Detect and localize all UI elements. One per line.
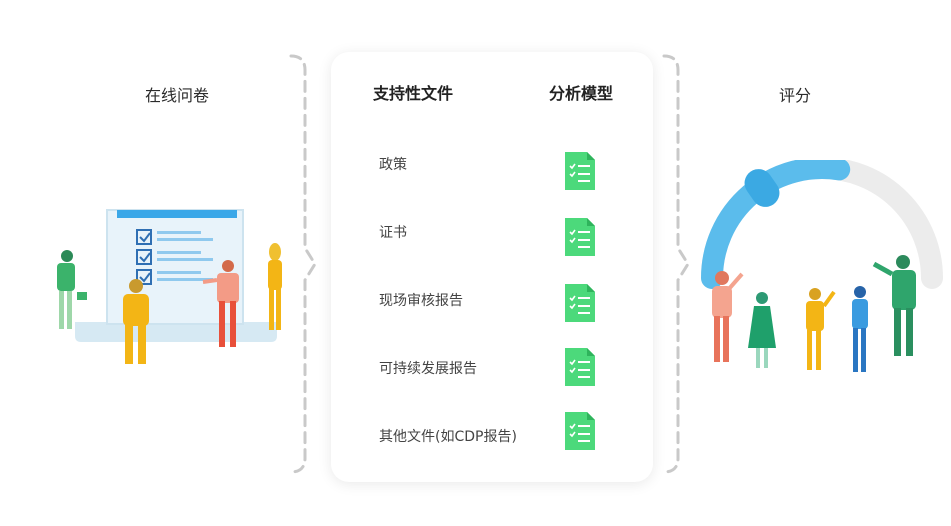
score-title: 评分 — [778, 86, 811, 105]
person-teal-dress-icon — [748, 292, 776, 368]
online-survey-title: 在线问卷 — [144, 86, 209, 105]
green-checklist-document-icon — [565, 218, 595, 256]
person-yellow-dancing-icon — [806, 288, 836, 370]
green-checklist-document-icon — [565, 152, 595, 190]
green-checklist-document-icon — [565, 412, 595, 450]
person-salmon-icon — [712, 271, 744, 362]
supporting-files-header: 支持性文件 — [373, 84, 454, 103]
person-red-icon — [202, 260, 239, 347]
row-label-policy: 政策 — [379, 157, 407, 173]
right-curly-bracket — [662, 54, 690, 474]
analysis-model-header: 分析模型 — [549, 84, 614, 103]
row-label-sustainability: 可持续发展报告 — [379, 361, 477, 377]
row-label-onsite-audit: 现场审核报告 — [379, 293, 463, 309]
left-curly-bracket — [289, 54, 317, 474]
person-yellow-standing-icon — [268, 243, 282, 330]
green-checklist-document-icon — [565, 348, 595, 386]
person-green-cheering-icon — [872, 255, 916, 356]
survey-checkbox-icon — [136, 229, 213, 285]
person-yellow-icon — [123, 279, 149, 364]
row-label-certificate: 证书 — [379, 225, 407, 241]
supporting-files-panel: 支持性文件 分析模型 政策 证书 现场审核报告 可持续发展报告 其他文件(如CD… — [331, 52, 653, 482]
row-label-other-files: 其他文件(如CDP报告) — [379, 429, 517, 445]
score-gauge-illustration — [701, 160, 943, 372]
person-green-icon — [57, 250, 87, 329]
gauge-knob — [744, 169, 780, 207]
person-blue-icon — [852, 286, 868, 372]
green-checklist-document-icon — [565, 284, 595, 322]
online-survey-illustration — [57, 209, 282, 364]
